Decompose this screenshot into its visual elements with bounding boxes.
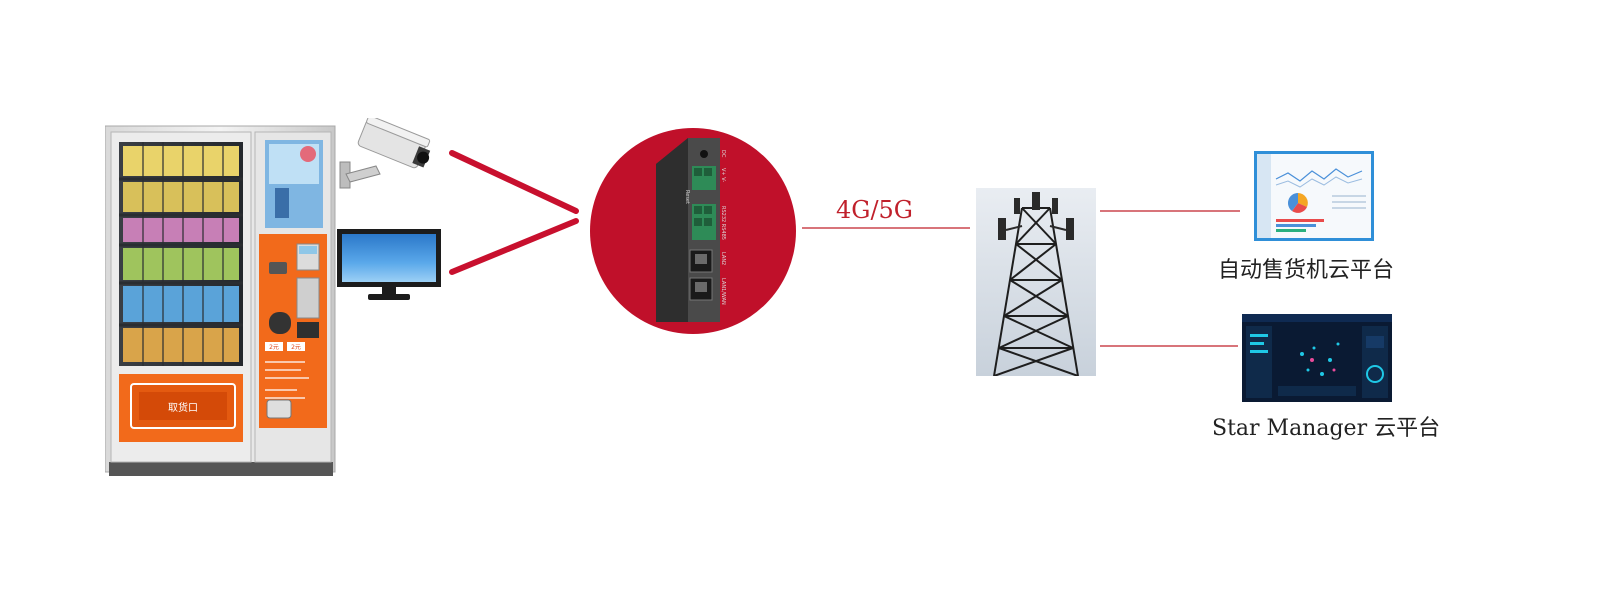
price-tag-1: 2元 xyxy=(269,344,279,351)
router-port-label-dc: DC xyxy=(720,150,726,158)
network-label: 4G/5G xyxy=(836,196,913,224)
vending-cloud-dashboard-thumbnail xyxy=(1254,151,1374,241)
router-port-label-power: V+ V- xyxy=(720,168,726,182)
industrial-router: DC V+ V- Reset RS232 RS485 LAN2 LAN1/WAN xyxy=(590,128,796,334)
star-manager-platform-label: Star Manager 云平台 xyxy=(1212,416,1441,441)
router-port-label-serial: RS232 RS485 xyxy=(720,206,726,240)
router-port-label-reset: Reset xyxy=(684,190,690,204)
price-tag-2: 2元 xyxy=(291,344,301,351)
cctv-camera-icon xyxy=(339,118,431,189)
router-port-label-wan: LAN1/WAN xyxy=(720,278,726,305)
vending-cloud-platform-label: 自动售货机云平台 xyxy=(1218,258,1395,283)
star-manager-dashboard-thumbnail xyxy=(1242,314,1392,402)
vending-machine-illustration: 取货口 2元 2元 xyxy=(105,125,336,476)
monitor-icon xyxy=(337,229,441,300)
monitor-link-line xyxy=(449,218,579,275)
cell-tower-icon xyxy=(976,188,1096,376)
vending-slot-label: 取货口 xyxy=(168,401,198,414)
camera-link-line xyxy=(449,150,579,214)
router-port-label-lan2: LAN2 xyxy=(720,252,726,265)
